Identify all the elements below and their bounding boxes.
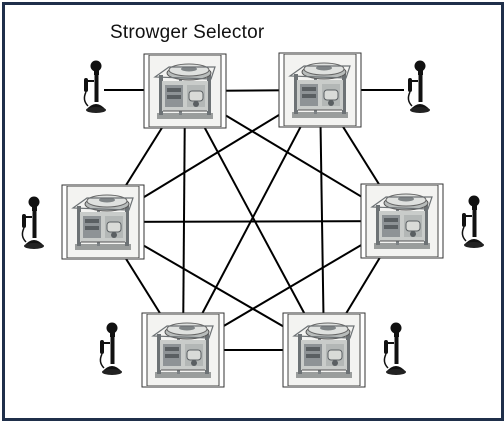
edge-n1-n5: [182, 90, 186, 351]
strowger-selector-icon: [148, 55, 222, 127]
strowger-selector-icon: [287, 314, 361, 386]
strowger-selector-icon: [283, 54, 357, 126]
candlestick-telephone-icon: [99, 322, 123, 376]
selector-mid-right: [360, 183, 444, 259]
selector-top-left: [143, 53, 227, 129]
strowger-selector-icon: [365, 185, 439, 257]
selector-bottom-right: [282, 312, 366, 388]
strowger-selector-icon: [146, 314, 220, 386]
selector-nodes: [61, 52, 444, 388]
strowger-selector-icon: [66, 186, 140, 258]
selector-mid-left: [61, 184, 145, 260]
candlestick-telephone-icon: [407, 60, 431, 114]
edge-n2-n6: [319, 89, 325, 351]
selector-top-right: [278, 52, 362, 128]
edge-n2-n5: [182, 89, 321, 351]
candlestick-telephone-icon: [383, 322, 407, 376]
edge-n3-n4: [102, 220, 403, 223]
connection-lines: [102, 89, 403, 351]
candlestick-telephone-icon: [21, 196, 45, 250]
selector-bottom-left: [141, 312, 225, 388]
diagram-title: Strowger Selector: [110, 22, 265, 43]
candlestick-telephone-icon: [83, 60, 107, 114]
candlestick-telephone-icon: [461, 195, 485, 249]
